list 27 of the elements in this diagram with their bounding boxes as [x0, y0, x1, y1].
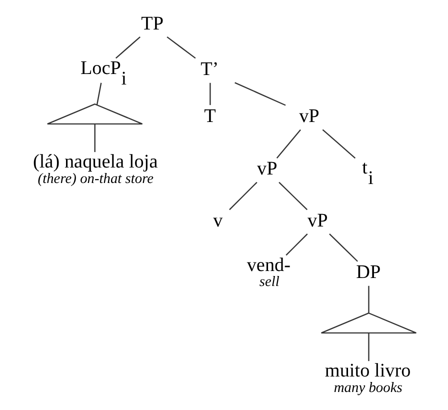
- connector: [115, 36, 140, 59]
- node-text: vP: [257, 158, 278, 180]
- node-triangle: [46, 103, 143, 125]
- node-text: v: [213, 210, 223, 232]
- connector: [210, 82, 211, 106]
- connector: [276, 129, 302, 159]
- node-text: T: [204, 106, 216, 127]
- connector: [322, 129, 356, 159]
- connector: [278, 182, 308, 210]
- node-text: vend- sell: [246, 254, 291, 290]
- node-triangle: [320, 312, 417, 334]
- connector: [329, 234, 358, 262]
- connector: [368, 286, 370, 313]
- connector: [368, 333, 370, 362]
- node-text: (lá) naquela loja (there) on-that store: [33, 152, 158, 187]
- node-text: vP: [299, 106, 320, 127]
- node-text: muito livro many books: [324, 360, 411, 396]
- connector: [229, 182, 258, 210]
- node-text: vP: [307, 210, 328, 232]
- node-text: T’: [200, 59, 219, 80]
- connector: [234, 82, 286, 106]
- connector: [166, 36, 196, 59]
- connector: [96, 82, 102, 105]
- node-text: TP: [141, 13, 164, 34]
- connector: [286, 234, 308, 256]
- node-text: DP: [356, 262, 381, 284]
- connector: [94, 124, 96, 152]
